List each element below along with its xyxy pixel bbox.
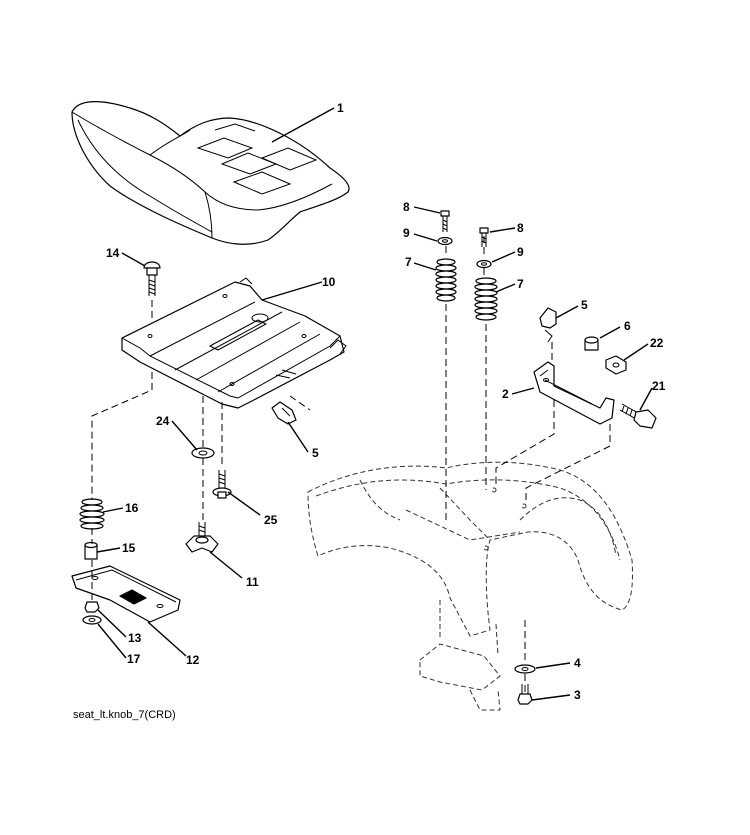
- callout-16: 16: [125, 501, 139, 515]
- callout-7-right: 7: [517, 277, 524, 291]
- washer-9-left: [437, 236, 453, 246]
- washer-9-right: [476, 259, 492, 269]
- leader-lines: [96, 107, 653, 701]
- callout-8-right: 8: [517, 221, 524, 235]
- spring-7-right: [474, 277, 498, 321]
- bolt-8-left: [440, 210, 450, 232]
- callout-25: 25: [264, 513, 278, 527]
- clip-right: [539, 307, 557, 343]
- callout-6: 6: [624, 319, 631, 333]
- callout-10: 10: [322, 275, 336, 289]
- callout-5-right: 5: [581, 298, 588, 312]
- knob-11: [185, 522, 219, 553]
- callout-17: 17: [127, 652, 141, 666]
- nut-22: [605, 355, 627, 375]
- callout-3: 3: [574, 688, 581, 702]
- callout-15: 15: [122, 541, 136, 555]
- callout-13: 13: [128, 631, 142, 645]
- carriage-bolt: [143, 261, 161, 296]
- callout-24: 24: [156, 414, 170, 428]
- callout-1: 1: [337, 101, 344, 115]
- bracket-plate-12: [71, 565, 181, 623]
- bracket-2: [533, 361, 615, 425]
- stud-25: [212, 470, 232, 499]
- spacer-15: [84, 541, 98, 560]
- washer-24: [191, 447, 215, 459]
- callout-2: 2: [502, 387, 509, 401]
- callout-22: 22: [650, 336, 664, 350]
- callout-12: 12: [186, 653, 200, 667]
- callout-4: 4: [574, 656, 581, 670]
- callout-labels: 1 14 10 5 24 25 11 16 15 12 13 17 8 9 7 …: [106, 101, 666, 702]
- spring-7-left: [435, 258, 457, 302]
- callout-21: 21: [652, 379, 666, 393]
- bolt-3: [517, 684, 533, 705]
- fender-frame: [307, 461, 633, 711]
- diagram-caption: seat_lt.knob_7(CRD): [73, 709, 176, 721]
- washer-17: [82, 615, 102, 625]
- callout-14: 14: [106, 246, 120, 260]
- callout-9-right: 9: [517, 245, 524, 259]
- bolt-21: [619, 403, 657, 429]
- spring-16: [79, 498, 105, 530]
- seat-pan-plate: [121, 277, 347, 409]
- callout-8-left: 8: [403, 200, 410, 214]
- clip-left: [271, 395, 311, 425]
- callout-9-left: 9: [403, 226, 410, 240]
- callout-5-left: 5: [312, 446, 319, 460]
- callout-11: 11: [246, 575, 259, 589]
- nut-6: [584, 336, 599, 351]
- callout-7-left: 7: [405, 255, 412, 269]
- nut-13: [84, 601, 100, 613]
- washer-4: [514, 664, 536, 674]
